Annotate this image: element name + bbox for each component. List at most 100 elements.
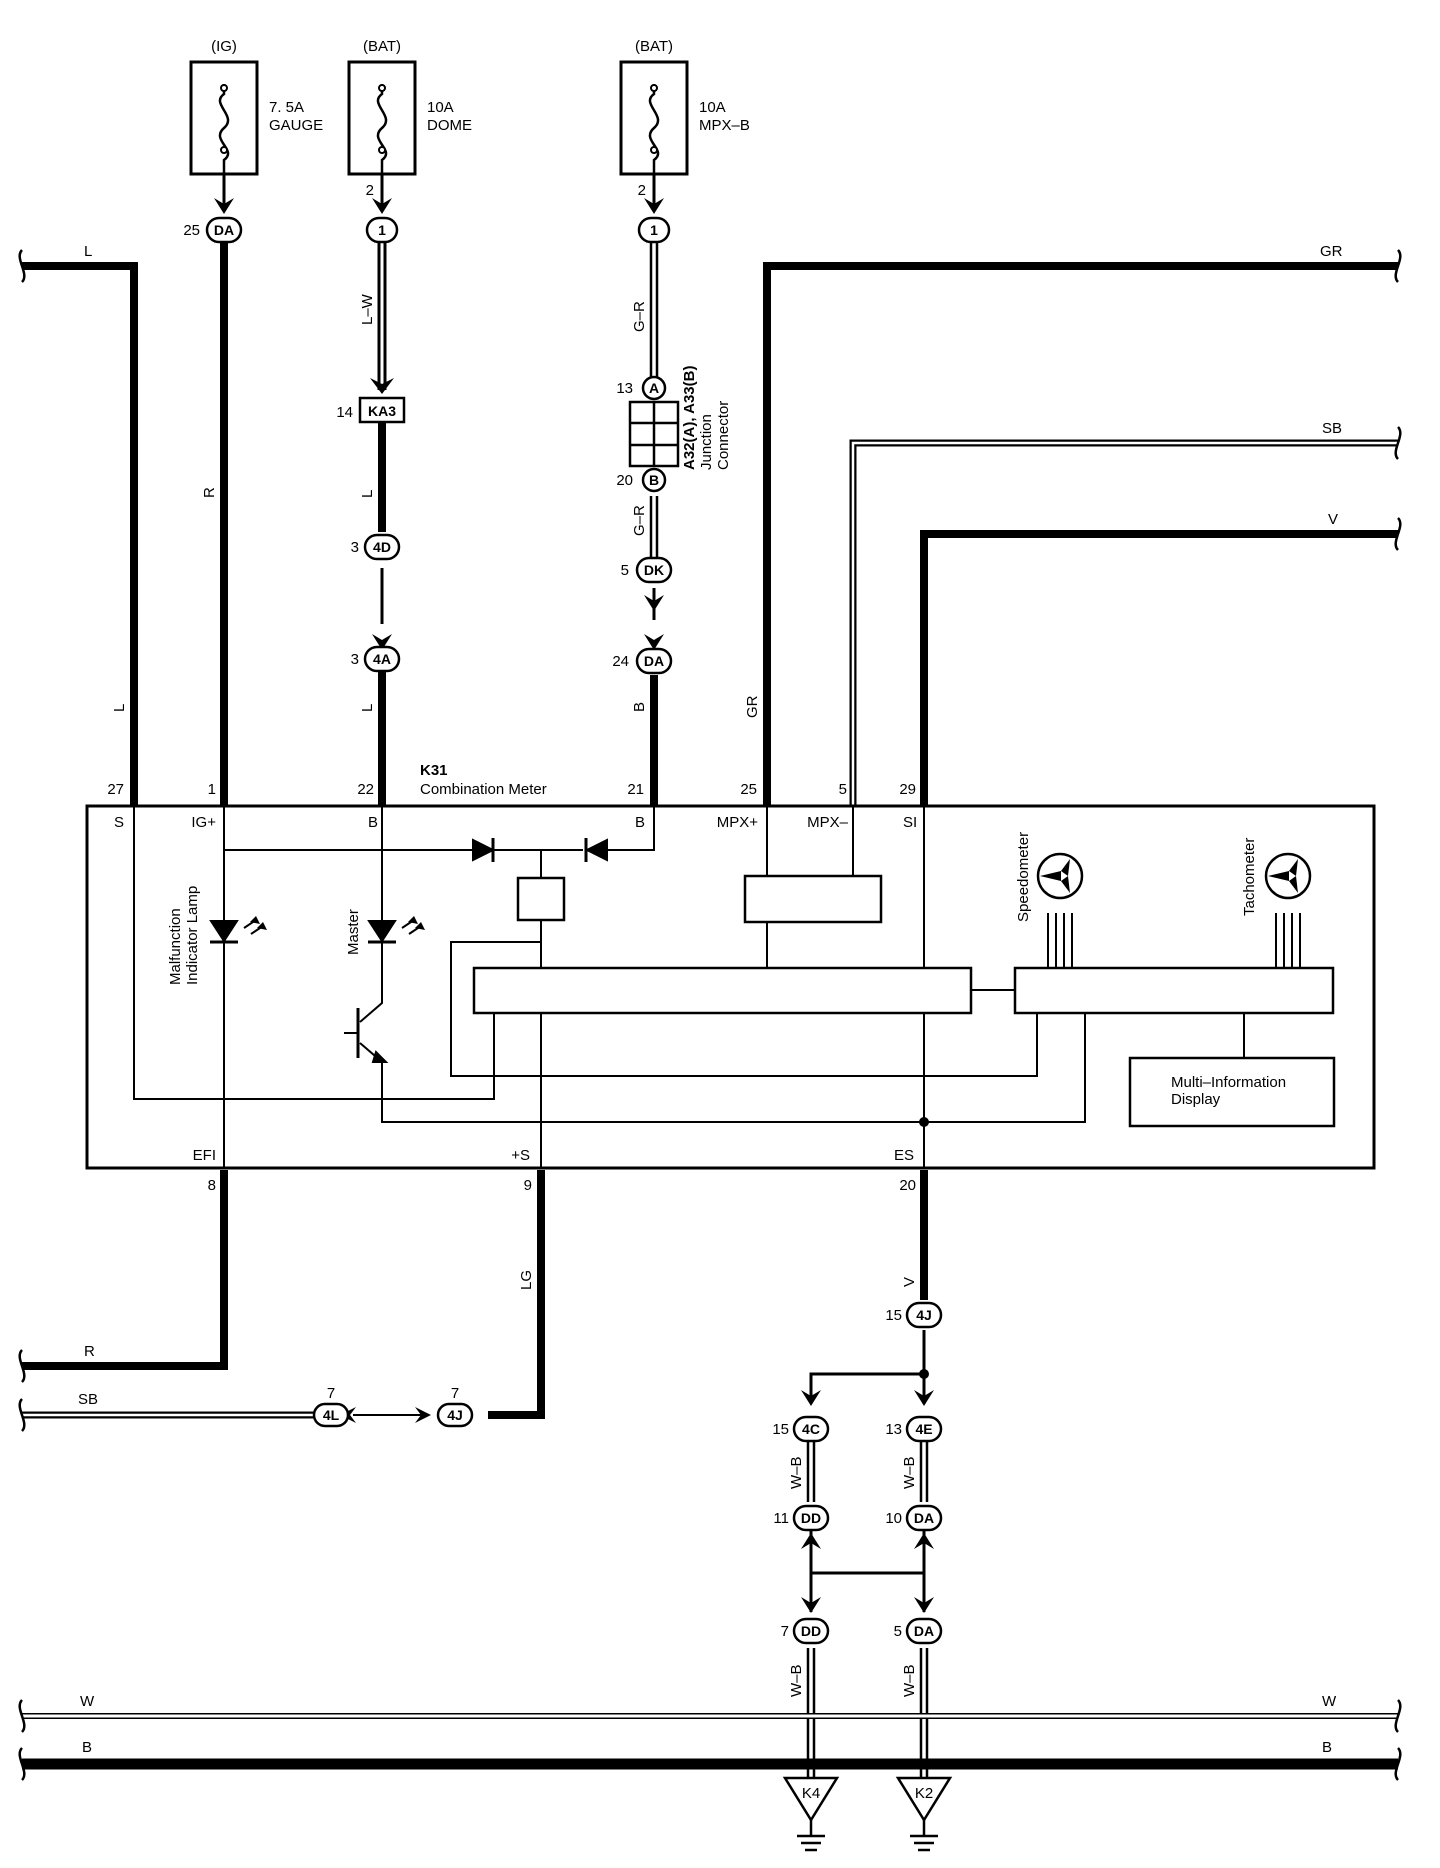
svg-text:DA: DA: [644, 653, 664, 669]
svg-text:2: 2: [366, 182, 374, 199]
meter-name: Combination Meter: [420, 781, 547, 798]
fuse-dome-name: DOME: [427, 117, 472, 134]
svg-text:EFI: EFI: [193, 1147, 216, 1164]
svg-text:5: 5: [839, 781, 847, 798]
svg-text:A: A: [649, 380, 659, 396]
connector-b: 20 B: [616, 467, 667, 493]
svg-text:DA: DA: [214, 222, 234, 238]
connector-da10: 10 DA: [885, 1504, 943, 1532]
svg-text:L: L: [84, 243, 92, 260]
meter-id: K31: [420, 762, 448, 779]
connector-dk: 5 DK: [621, 556, 673, 584]
ground-k4: K4: [782, 1776, 840, 1852]
fuse-gauge-name: GAUGE: [269, 117, 323, 134]
fuse-dome-rating: 10A: [427, 99, 454, 116]
meter-junctions: [919, 1117, 929, 1127]
svg-text:Multi–Information: Multi–Information: [1171, 1074, 1286, 1091]
svg-text:4L: 4L: [323, 1407, 340, 1423]
connectors: 25 DA 2 1 2 1 14 KA3 3 4D 3 4A: [183, 182, 943, 1645]
svg-text:K4: K4: [802, 1785, 820, 1802]
svg-text:L: L: [359, 704, 376, 712]
fuse-gauge-rating: 7. 5A: [269, 99, 304, 116]
svg-text:3: 3: [351, 651, 359, 668]
svg-text:L: L: [359, 490, 376, 498]
svg-text:DD: DD: [801, 1510, 821, 1526]
svg-text:4D: 4D: [373, 539, 391, 555]
fuse-mpxb-name: MPX–B: [699, 117, 750, 134]
svg-text:MPX+: MPX+: [717, 814, 759, 831]
svg-text:15: 15: [885, 1307, 902, 1324]
connector-da25: 25 DA: [183, 216, 243, 244]
svg-text:DD: DD: [801, 1623, 821, 1639]
svg-text:14: 14: [336, 404, 353, 421]
svg-text:IG+: IG+: [191, 814, 216, 831]
svg-text:2: 2: [638, 182, 646, 199]
svg-text:1: 1: [650, 222, 658, 238]
connector-mpxb-1: 2 1: [638, 182, 671, 244]
svg-text:20: 20: [616, 472, 633, 489]
tachometer-label: Tachometer: [1241, 838, 1258, 916]
svg-text:W–B: W–B: [901, 1664, 918, 1697]
svg-text:25: 25: [183, 222, 200, 239]
master-label: Master: [345, 909, 362, 955]
svg-text:15: 15: [772, 1421, 789, 1438]
led-arrowheads: [250, 916, 425, 930]
svg-text:22: 22: [357, 781, 374, 798]
svg-text:GR: GR: [744, 695, 761, 718]
svg-text:27: 27: [107, 781, 124, 798]
svg-text:9: 9: [524, 1177, 532, 1194]
svg-text:Malfunction: Malfunction: [167, 908, 184, 985]
svg-text:4E: 4E: [915, 1421, 932, 1437]
svg-text:W–B: W–B: [901, 1456, 918, 1489]
fuse-dome-source: (BAT): [363, 38, 401, 55]
fuse-gauge-source: (IG): [211, 38, 237, 55]
svg-text:MPX–: MPX–: [807, 814, 849, 831]
fuse-mpxb-source: (BAT): [635, 38, 673, 55]
svg-text:L–W: L–W: [359, 293, 376, 325]
svg-text:B: B: [649, 472, 659, 488]
svg-text:DK: DK: [644, 562, 664, 578]
svg-text:24: 24: [612, 653, 629, 670]
svg-text:4J: 4J: [447, 1407, 463, 1423]
svg-text:SI: SI: [903, 814, 917, 831]
svg-text:L: L: [111, 704, 128, 712]
fuse-dome: (BAT) 10A DOME: [347, 38, 472, 176]
svg-text:7: 7: [451, 1385, 459, 1402]
wires: [22, 174, 1398, 1778]
junction-connector-label: A32(A), A33(B) Junction Connector: [681, 366, 732, 470]
svg-text:SB: SB: [1322, 420, 1342, 437]
meter-top-pins: 27 S 1 IG+ 22 B 21 B 25 MPX+ 5 MPX– 29 S…: [107, 781, 917, 831]
svg-text:Display: Display: [1171, 1091, 1221, 1108]
connector-a: 13 A: [616, 375, 667, 401]
speedometer-label: Speedometer: [1015, 832, 1032, 922]
connector-dd11: 11 DD: [773, 1504, 830, 1532]
svg-text:Indicator Lamp: Indicator Lamp: [184, 886, 201, 985]
svg-text:21: 21: [627, 781, 644, 798]
wire-color-labels: L GR SB V R L–W L L G–R G–R B L GR R LG …: [78, 243, 1343, 1756]
fuse-mpxb: (BAT) 10A MPX–B: [619, 38, 750, 176]
svg-text:W–B: W–B: [788, 1664, 805, 1697]
svg-text:GR: GR: [1320, 243, 1343, 260]
svg-text:B: B: [82, 1739, 92, 1756]
svg-text:5: 5: [621, 562, 629, 579]
svg-text:5: 5: [894, 1623, 902, 1640]
svg-text:B: B: [635, 814, 645, 831]
svg-text:K2: K2: [915, 1785, 933, 1802]
connector-da5: 5 DA: [894, 1617, 943, 1645]
malfunction-lamp-label: Malfunction Indicator Lamp: [167, 886, 201, 985]
svg-text:7: 7: [781, 1623, 789, 1640]
combination-meter: K31 Combination Meter 27 S 1 IG+ 22 B 21…: [85, 762, 1376, 1194]
junction-connector-block: [628, 400, 680, 468]
svg-text:V: V: [901, 1277, 918, 1287]
svg-text:B: B: [1322, 1739, 1332, 1756]
svg-text:DA: DA: [914, 1510, 934, 1526]
connector-4d: 3 4D: [351, 533, 401, 561]
connector-ka3: 14 KA3: [336, 396, 406, 424]
svg-text:A32(A), A33(B): A32(A), A33(B): [681, 366, 698, 470]
connector-4a: 3 4A: [351, 645, 401, 673]
svg-text:10: 10: [885, 1510, 902, 1527]
svg-text:W: W: [80, 1693, 95, 1710]
svg-text:1: 1: [378, 222, 386, 238]
connector-da24: 24 DA: [612, 647, 673, 675]
